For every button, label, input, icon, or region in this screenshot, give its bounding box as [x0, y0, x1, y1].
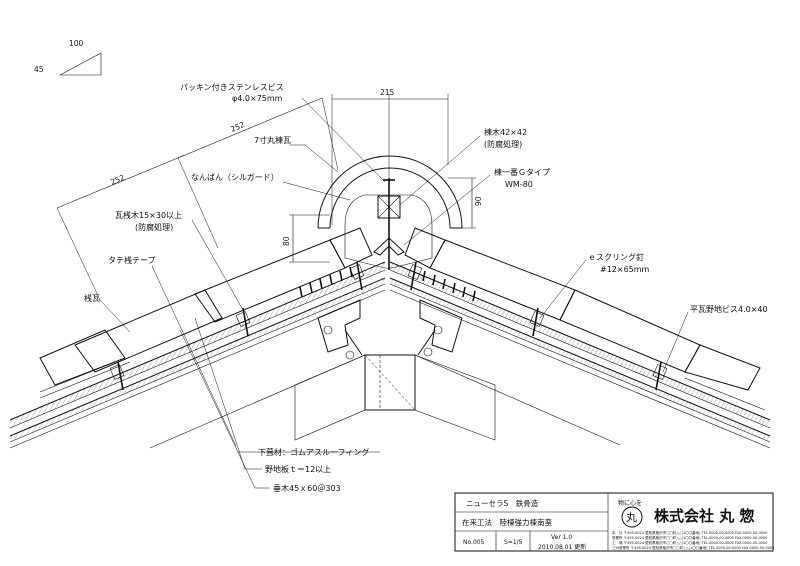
title-product: ニューセラS 鉄骨造 — [466, 498, 539, 508]
left-roof-tiles — [39, 227, 373, 399]
title-date: 2010.08.01 更新 — [538, 543, 586, 551]
dimensions: 215 90 80 252 252 — [56, 88, 483, 301]
right-battens — [407, 261, 668, 391]
ridge-assembly — [317, 155, 463, 270]
title-block: ニューセラS 鉄骨造 在来工法 陸棟強力棟南蛮 No.005 S=1/5 Ver… — [454, 492, 774, 552]
callout-screw: パッキン付きステンレスビス — [180, 82, 284, 92]
callout-rafter: 垂木45ｘ60＠303 — [273, 483, 341, 493]
slope-indicator: 100 45 — [34, 39, 102, 76]
callout-ridge-type: 棟一番Ｇタイプ — [494, 167, 550, 177]
company-address-1: 本 社 〒495-0024 愛知県稲沢市□□町△△(1〇〇番地) TEL.000… — [612, 530, 767, 535]
company-address-4: 三州営業所 〒495-0024 愛知県稲沢市□□町△△(1〇〇番地) TEL.0… — [612, 545, 774, 550]
callout-batten-note: (防腐処理) — [135, 222, 173, 232]
title-version: Ver 1.0 — [551, 534, 572, 541]
callout-tape: タテ桟テープ — [108, 255, 156, 265]
callout-ridge-model: WM-80 — [505, 180, 533, 189]
steel-frame — [149, 299, 621, 449]
callout-flat-screw: 平瓦野地ビス4.0×40 — [690, 304, 768, 314]
callouts: パッキン付きステンレスビス φ4.0×75mm 7寸丸棟瓦 なんばん（シルガード… — [84, 82, 768, 493]
callout-batten: 瓦桟木15×30以上 — [115, 210, 182, 220]
callout-nanban: なんばん（シルガード） — [191, 172, 279, 182]
callout-s-nail-size: #12×65mm — [600, 265, 650, 274]
callout-ridge-beam: 棟木42×42 — [484, 127, 527, 137]
title-method: 在来工法 陸棟強力棟南蛮 — [462, 517, 552, 527]
left-battens — [109, 261, 365, 391]
company-address-3: 工 場 〒495-0024 愛知県稲沢市□□町△△(1〇〇番地) TEL.000… — [612, 540, 767, 545]
slope-run-label: 100 — [69, 39, 84, 48]
seal-text: 物に心を — [618, 499, 642, 507]
right-tape-marks — [422, 270, 476, 302]
dim-lower-length: 252 — [109, 173, 126, 187]
dim-top-width: 215 — [380, 88, 395, 97]
company-seal: 物に心を 丸 — [618, 499, 643, 528]
callout-s-nail: ｅスクリング釘 — [588, 252, 644, 262]
title-scale: S=1/5 — [504, 539, 523, 546]
right-underlay-hatch — [390, 262, 770, 442]
callout-screw-size: φ4.0×75mm — [232, 94, 283, 103]
company-name: 株式会社 丸 惣 — [654, 507, 754, 525]
left-roof-slope — [9, 227, 386, 449]
seal-char: 丸 — [626, 511, 637, 524]
callout-ridge-beam-note: (防腐処理) — [484, 139, 522, 149]
title-number: No.005 — [463, 539, 485, 546]
left-underlay-hatch — [10, 262, 385, 442]
callout-ridge-tile: 桟瓦 — [84, 293, 100, 303]
company-address-2: 営業所 〒495-0024 愛知県稲沢市□□町△△(1〇〇番地) TEL.000… — [612, 535, 767, 540]
callout-sheathing: 野地板ｔ＝12以上 — [265, 464, 331, 474]
dim-stack-height: 80 — [282, 236, 291, 246]
dim-ridge-height: 90 — [474, 196, 483, 206]
dim-upper-length: 252 — [229, 120, 246, 134]
right-roof-slope — [389, 227, 771, 449]
left-tape-marks — [299, 266, 353, 298]
right-roof-tiles — [404, 227, 766, 411]
slope-rise-label: 45 — [34, 65, 44, 74]
callout-round-ridge-tile: 7寸丸棟瓦 — [254, 135, 291, 145]
